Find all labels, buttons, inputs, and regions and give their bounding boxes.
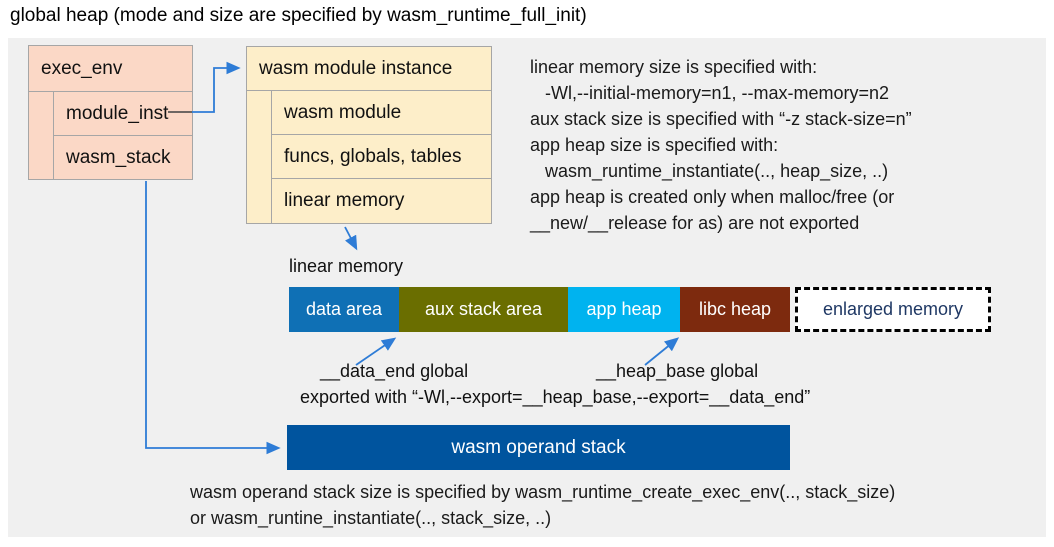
note-line: wasm_runtime_instantiate(.., heap_size, … xyxy=(530,161,889,181)
linear-memory-label: linear memory xyxy=(289,256,404,276)
note-line: app heap size is specified with: xyxy=(530,135,779,155)
segment-libc-heap: libc heap xyxy=(680,287,790,332)
wasm-module-instance-header: wasm module instance xyxy=(247,47,491,91)
segment-aux-stack-area: aux stack area xyxy=(399,287,568,332)
segment-data-area: data area xyxy=(289,287,399,332)
instance-row-wasm-module: wasm module xyxy=(271,91,491,135)
note-line: or wasm_runtine_instantiate(.., stack_si… xyxy=(190,508,552,528)
memory-size-notes: linear memory size is specified with: -W… xyxy=(530,54,912,236)
operand-stack-notes: wasm operand stack size is specified by … xyxy=(190,479,895,531)
note-line: wasm operand stack size is specified by … xyxy=(190,482,896,502)
segment-enlarged-memory: enlarged memory xyxy=(795,287,991,332)
exec-env-row-wasm-stack: wasm_stack xyxy=(53,136,192,180)
note-line: linear memory size is specified with: xyxy=(530,57,818,77)
segment-app-heap: app heap xyxy=(568,287,680,332)
wasm-operand-stack-bar: wasm operand stack xyxy=(287,425,790,470)
instance-row-funcs-globals-tables: funcs, globals, tables xyxy=(271,135,491,179)
data-end-global-label: __data_end global xyxy=(320,361,469,381)
exec-env-header: exec_env xyxy=(29,46,192,92)
exported-with-label: exported with “-Wl,--export=__heap_base,… xyxy=(300,387,811,407)
note-line: -Wl,--initial-memory=n1, --max-memory=n2 xyxy=(530,83,890,103)
wasm-module-instance-box: wasm module instance wasm module funcs, … xyxy=(246,46,492,224)
heap-base-global-label: __heap_base global xyxy=(596,361,759,381)
note-line: app heap is created only when malloc/fre… xyxy=(530,187,895,207)
note-line: __new/__release for as) are not exported xyxy=(530,213,860,233)
diagram-title: global heap (mode and size are specified… xyxy=(10,5,587,26)
instance-row-linear-memory: linear memory xyxy=(271,179,491,223)
note-line: aux stack size is specified with “-z sta… xyxy=(530,109,912,129)
exec-env-box: exec_env module_inst wasm_stack xyxy=(28,45,193,180)
exec-env-row-module-inst: module_inst xyxy=(53,92,192,136)
wasm-operand-stack-label: wasm operand stack xyxy=(451,436,626,458)
